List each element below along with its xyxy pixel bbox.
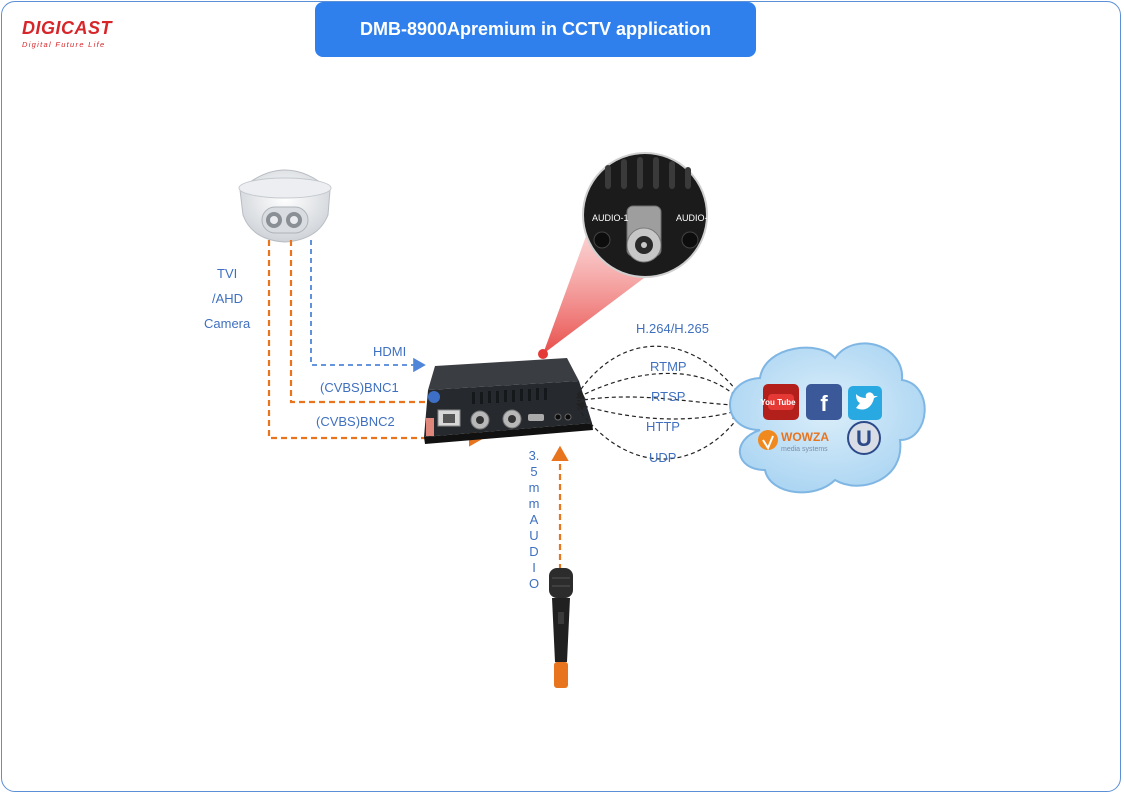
stream-lines [575,345,742,460]
protocol-h264: H.264/H.265 [636,321,709,336]
bnc1-line [289,240,473,411]
audio-char: 5 [530,464,538,479]
bnc2-label: (CVBS)BNC2 [316,414,395,429]
protocol-udp: UDP [649,450,677,465]
audio-char: 3. [528,448,540,463]
hdmi-line [310,240,426,373]
protocol-rtmp: RTMP [650,359,687,374]
hdmi-label: HDMI [373,344,407,359]
dome-camera-icon [238,169,332,243]
bnc2-line [267,240,485,447]
ustream-label: U [856,426,872,451]
audio-char: I [532,560,536,575]
audio-char: m [528,496,540,511]
zoom-right-label: AUDIO- [676,213,708,223]
audio-char: O [528,576,540,591]
zoom-point [538,349,548,359]
audio-char: A [529,512,539,527]
logo-tagline: Digital Future Life [22,40,106,49]
ustream-icon [847,421,881,455]
audio-char: D [529,544,539,559]
zoom-left-label: AUDIO-1 [592,213,629,223]
wowza-label: WOWZA [781,430,829,444]
wowza-icon [758,430,778,451]
audio-port-zoom [582,152,708,278]
facebook-label: f [820,391,828,416]
camera-label-line2: /AHD [212,291,244,306]
facebook-icon [806,384,842,420]
encoder-device-icon [424,358,593,444]
logo-brand: DIGICAST [22,18,113,38]
microphone-icon [549,568,573,688]
audio-char: m [528,480,540,495]
protocol-http: HTTP [646,419,680,434]
youtube-label: You Tube [760,398,796,407]
twitter-icon [848,386,882,420]
bnc1-label: (CVBS)BNC1 [320,380,399,395]
digicast-logo: DIGICAST Digital Future Life [22,18,112,49]
camera-label-line1: TVI [217,266,238,281]
camera-label-line3: Camera [204,316,251,331]
page-title: DMB-8900Apremium in CCTV application [315,2,756,57]
audio-label: 3. 5 m m A U D I O [527,448,541,592]
protocol-rtsp: RTSP [651,389,686,404]
youtube-icon [763,384,799,420]
wowza-sub-label: media systems [781,446,828,453]
audio-char: U [529,528,539,543]
